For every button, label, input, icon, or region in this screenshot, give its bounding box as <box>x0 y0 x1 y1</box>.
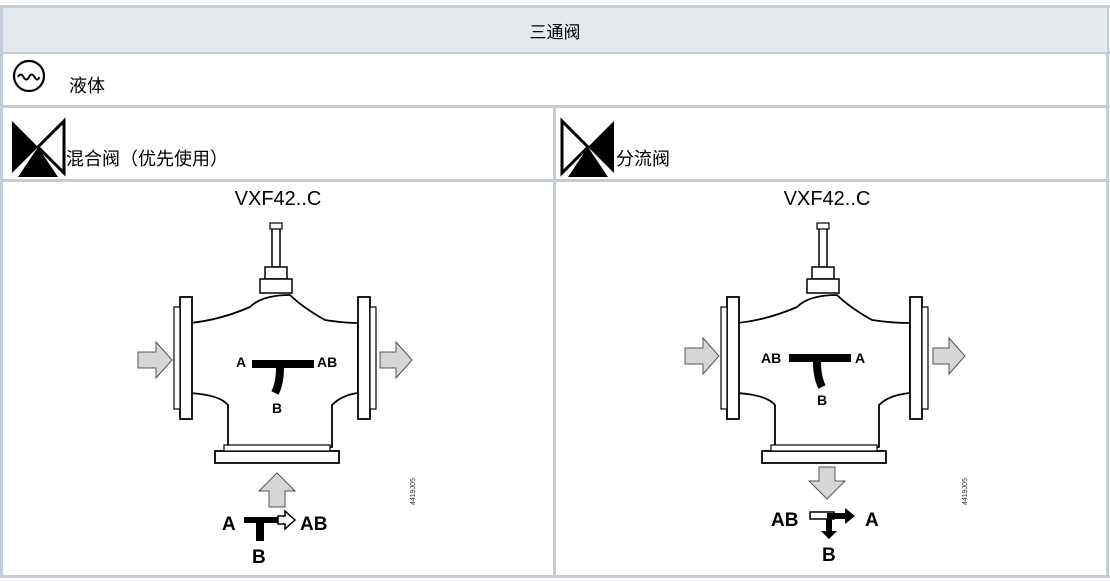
diverting-valve-cell: 分流阀 <box>560 106 1100 181</box>
mixing-valve-drawing: A AB B A AB B <box>137 222 413 568</box>
table-border-top <box>0 5 1110 8</box>
diverting-valve-label: 分流阀 <box>616 149 670 170</box>
mixing-port-bottom: B <box>272 400 282 416</box>
mixing-flow-down: B <box>252 547 266 568</box>
diverting-valve-drawing: AB A B AB A B <box>684 222 966 566</box>
diverting-model-label: VXF42..C <box>783 188 871 210</box>
mixing-valve-cell: 混合阀（优先使用） <box>10 106 550 181</box>
diverting-drawing-code: 4419J05 <box>962 478 969 505</box>
diverting-port-right: A <box>855 350 865 366</box>
inflow-arrow-left <box>684 336 720 376</box>
outflow-arrow-bottom <box>807 466 847 500</box>
column-divider <box>553 105 556 578</box>
diverting-flow-in: AB <box>771 510 798 531</box>
mixing-flow-out: AB <box>300 514 327 535</box>
mixing-port-right: AB <box>317 354 337 370</box>
liquid-icon <box>12 59 46 93</box>
outflow-arrow-right <box>379 340 413 380</box>
diverting-flow-down: B <box>822 545 836 566</box>
table-border-right <box>1106 5 1109 578</box>
medium-row: 液体 <box>3 52 1107 106</box>
diverting-port-bottom: B <box>817 392 827 408</box>
medium-label: 液体 <box>69 76 105 97</box>
row-divider <box>0 51 1110 54</box>
mixing-model-label: VXF42..C <box>234 188 322 210</box>
inflow-arrow-left <box>137 340 173 380</box>
outflow-arrow-right <box>932 336 966 376</box>
mixing-port-left: A <box>236 354 246 370</box>
mixing-flow-in: A <box>222 514 236 535</box>
diverting-valve-icon <box>560 117 614 177</box>
mixing-valve-label: 混合阀（优先使用） <box>66 149 228 170</box>
inflow-arrow-bottom <box>257 472 297 508</box>
table-header: 三通阀 <box>3 8 1107 52</box>
mixing-drawing-code: 4419J05 <box>410 478 417 505</box>
diverting-flow-out: A <box>865 510 879 531</box>
mixing-valve-icon <box>12 117 66 177</box>
table-border-left <box>0 5 3 578</box>
table-title: 三通阀 <box>529 22 581 43</box>
diverting-port-left: AB <box>761 350 781 366</box>
